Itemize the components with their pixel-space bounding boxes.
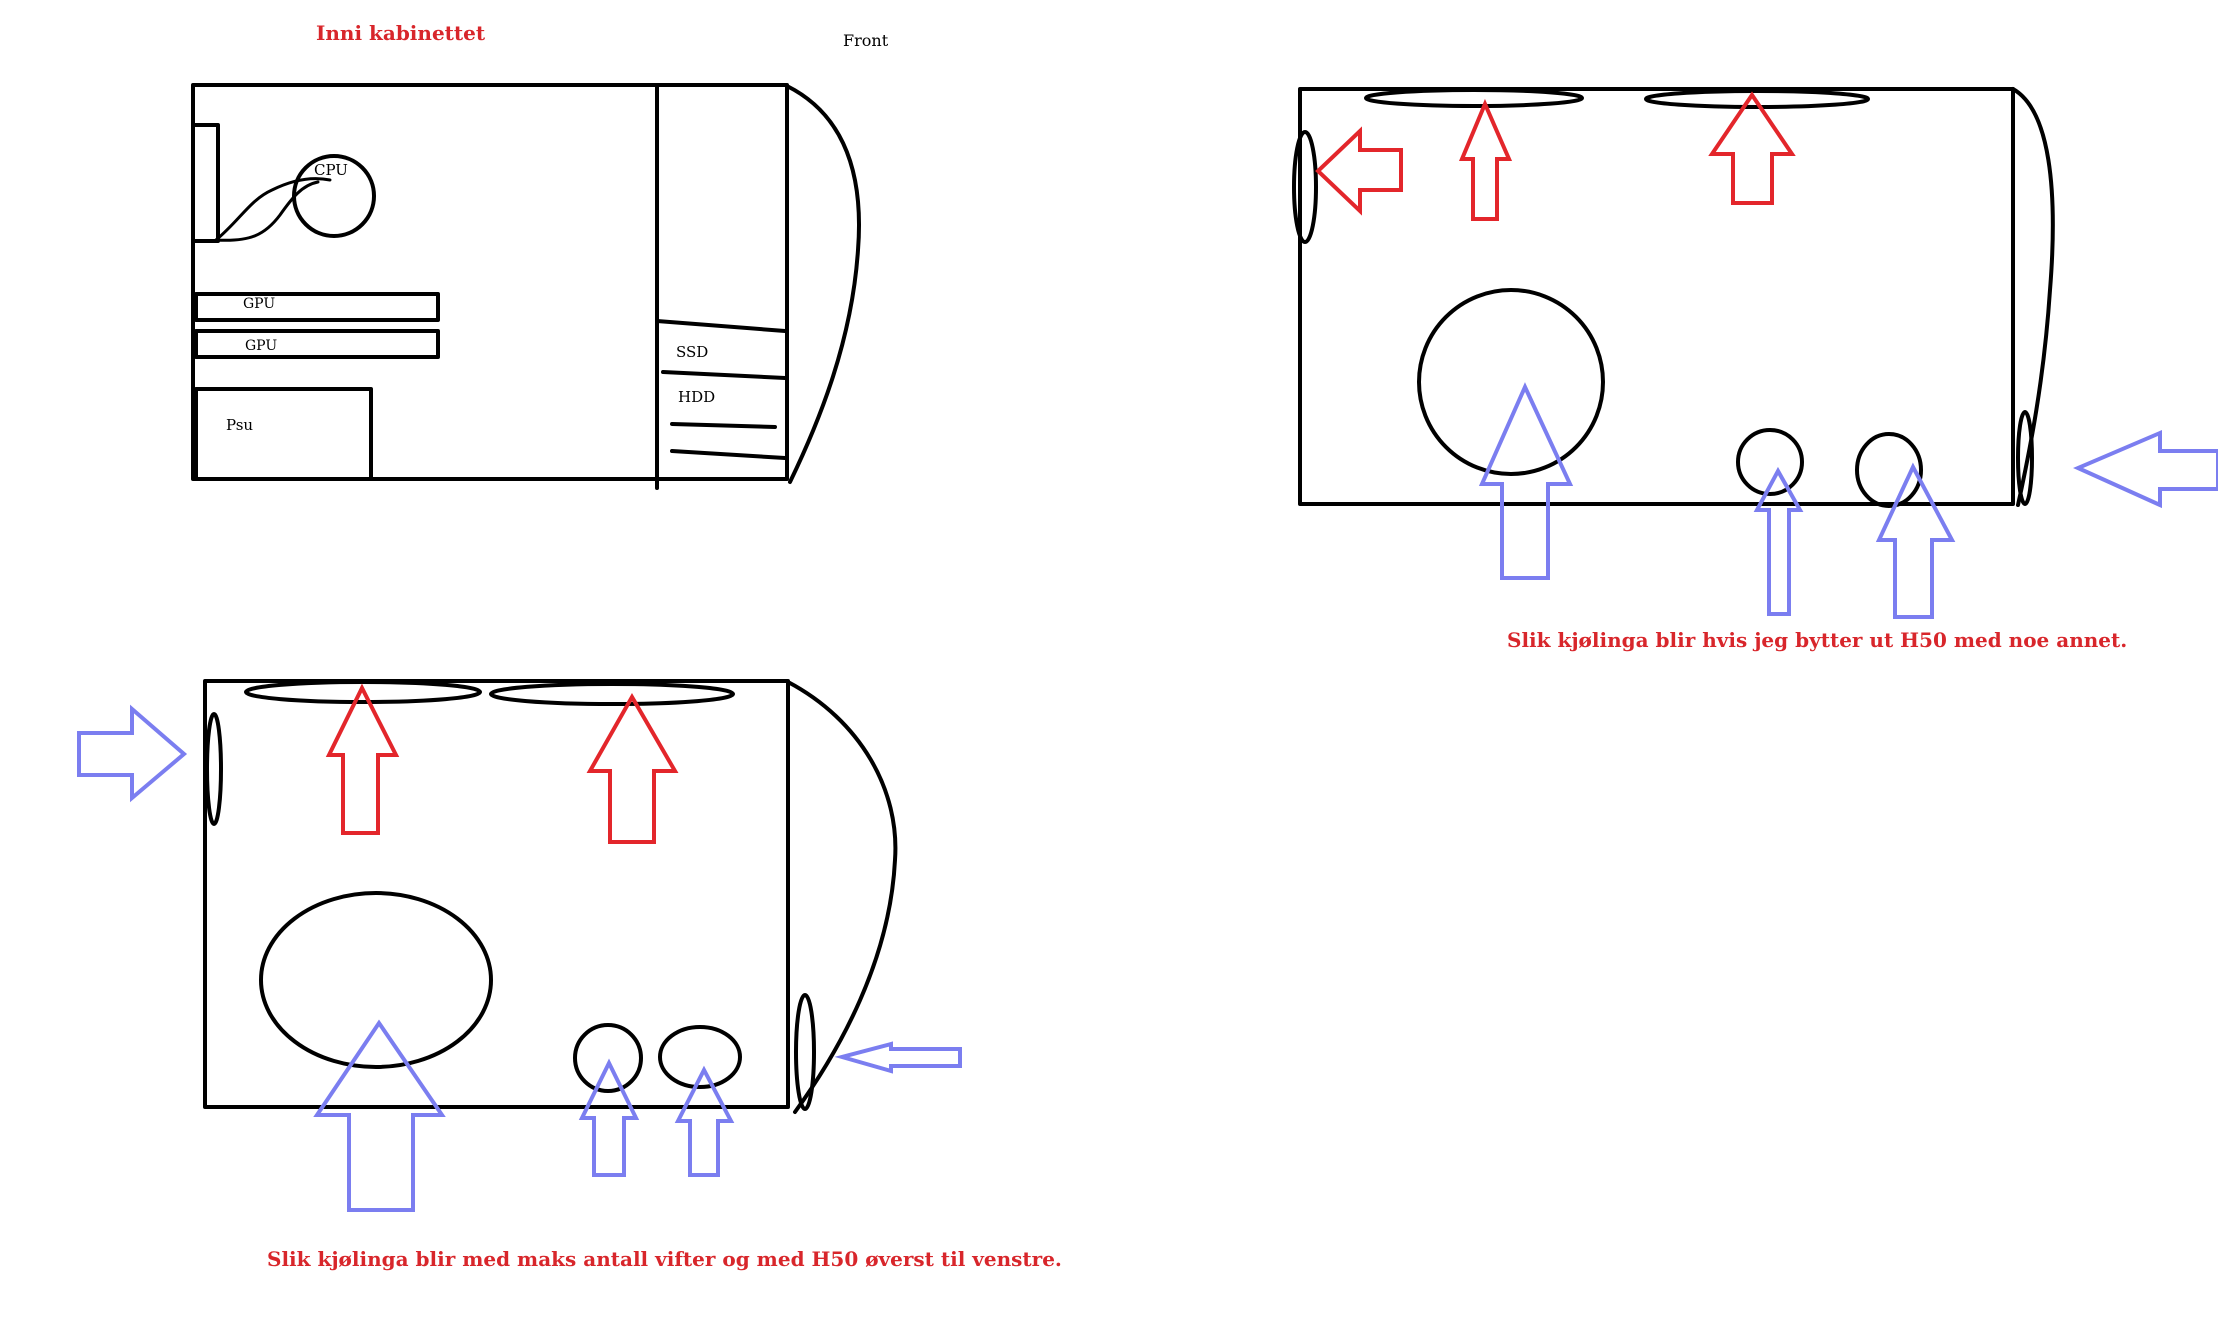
interior-title: Inni kabinettet [316,21,486,45]
caption-replace-h50: Slik kjølinga blir hvis jeg bytter ut H5… [1507,628,2127,652]
front-panel-curve [2011,87,2055,507]
intake-arrow-bottom-small-2 [674,1065,735,1177]
intake-arrow-bottom-small-2 [1875,462,1956,619]
cpu-tubing [214,177,332,242]
cpu-label: CPU [314,161,348,179]
exhaust-arrow-up-2 [1708,91,1796,205]
psu [194,387,373,481]
top-fan-1 [1364,88,1584,108]
intake-arrow-bottom-small-1 [578,1058,640,1177]
gpu-2-label: GPU [245,338,277,354]
front-panel-curve [785,84,861,484]
airflow-max-fans-diagram: Slik kjølinga blir med maks antall vifte… [77,679,1062,1271]
bottom-fan-small-1 [1736,428,1804,496]
exhaust-arrow-up-1 [325,683,400,835]
case-outline [191,83,789,481]
motherboard-io-strip [191,123,220,243]
rear-fan [1292,130,1318,244]
case-outline [203,679,790,1109]
case-interior-diagram: Inni kabinettet Front CPU GPU GPU Psu SS… [191,21,889,490]
airflow-replace-h50-diagram: Slik kjølinga blir hvis jeg bytter ut H5… [1292,87,2218,652]
bottom-fan-small-1 [573,1023,643,1093]
top-fan-1 [244,680,482,704]
intake-arrow-rear [77,704,188,803]
drive-bay-line-2 [661,370,787,380]
gpu-1 [194,292,440,322]
gpu-2 [194,329,440,359]
bottom-fan-small-2 [1855,432,1923,508]
drive-bay-line-4 [670,449,787,460]
exhaust-arrow-up-2 [586,692,679,844]
front-fan [2016,410,2034,506]
top-fan-2 [1644,89,1870,109]
rear-fan [205,712,223,826]
intake-arrow-bottom-small-1 [1753,466,1804,616]
ssd-label: SSD [676,343,708,361]
bottom-fan-small-2 [658,1025,742,1089]
hdd-label: HDD [678,388,715,406]
intake-arrow-front [834,1041,962,1074]
top-fan-2 [489,682,735,706]
exhaust-arrow-rear [1315,126,1403,216]
drive-bay-line-3 [670,422,777,429]
drive-bay-line-1 [655,319,787,333]
case-outline [1298,87,2015,506]
psu-label: Psu [226,416,253,434]
intake-arrow-front [2073,429,2218,509]
cpu-tubing-2 [214,180,320,242]
front-label: Front [843,31,889,50]
gpu-1-label: GPU [243,296,275,312]
caption-max-fans: Slik kjølinga blir med maks antall vifte… [267,1247,1062,1271]
bottom-fan-large [259,891,493,1069]
intake-arrow-bottom-large [313,1019,446,1212]
front-fan [794,993,816,1111]
intake-arrow-bottom-large [1478,382,1574,580]
front-panel-curve [786,680,898,1114]
bottom-fan-large [1417,288,1605,476]
exhaust-arrow-up-1 [1458,98,1513,221]
